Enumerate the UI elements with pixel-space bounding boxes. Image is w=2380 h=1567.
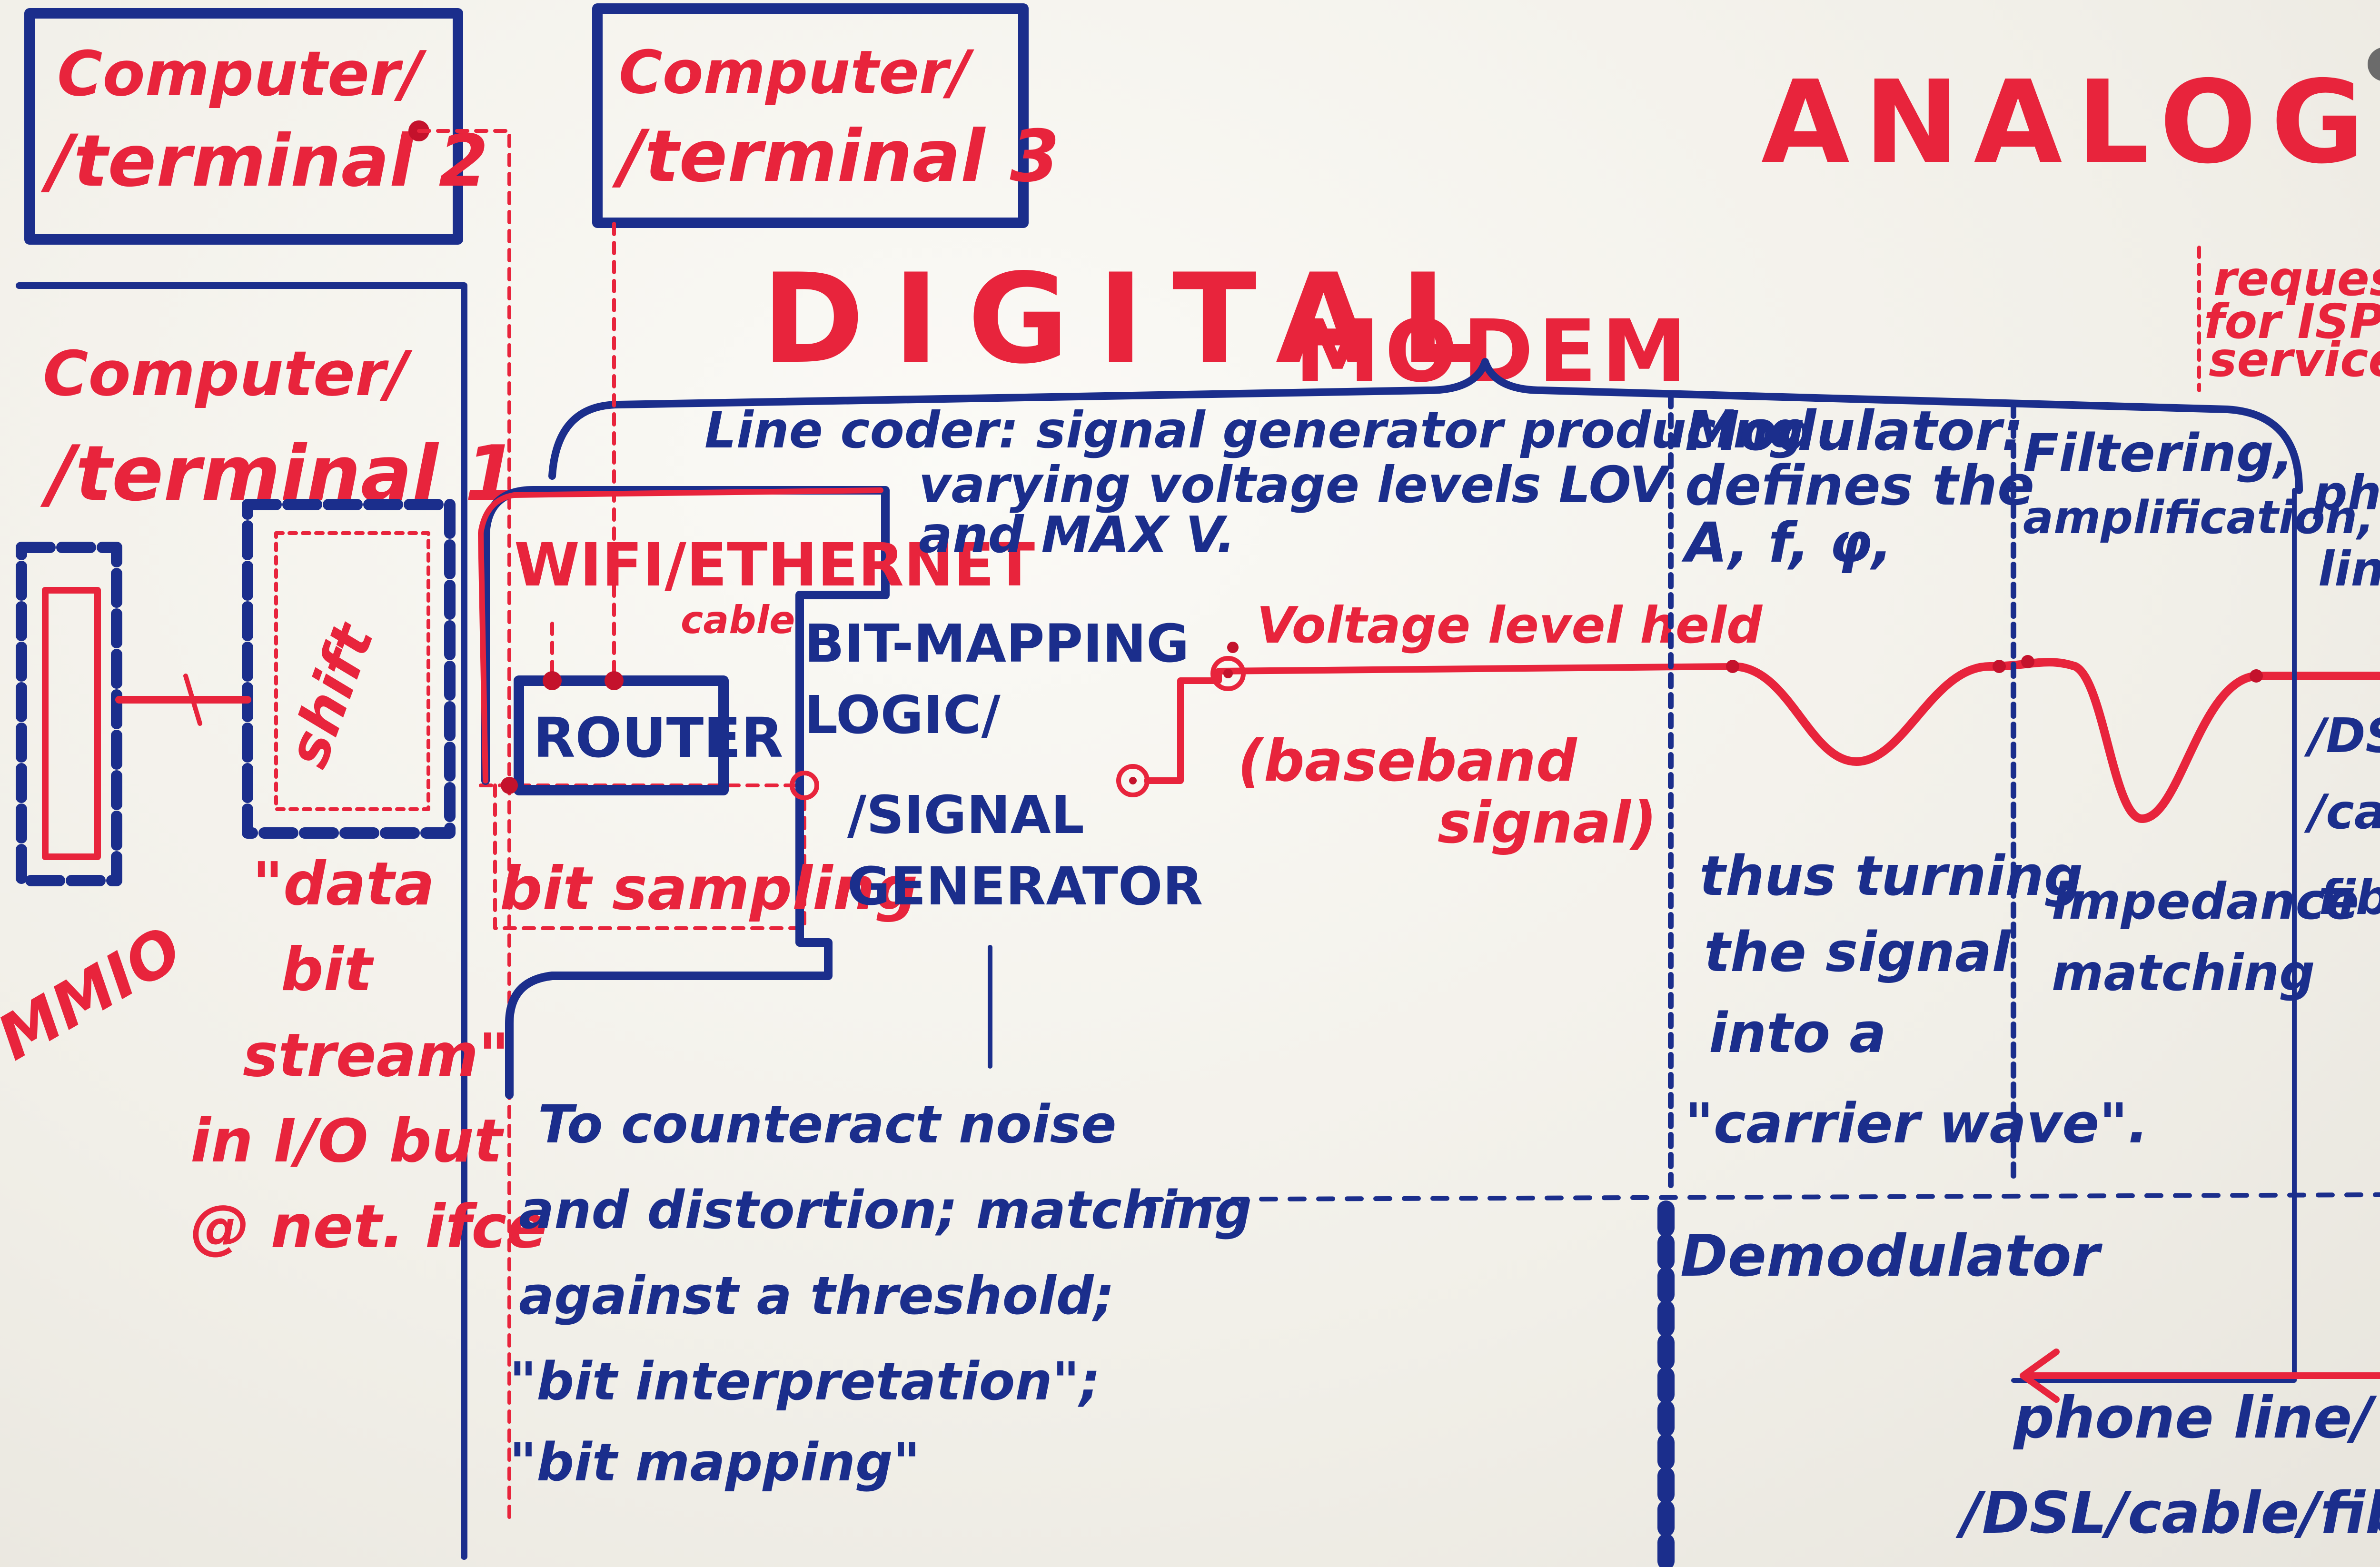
modem-brace [548, 358, 2303, 494]
phone-in-line2: /DSL/cable/fiber [1955, 1480, 2380, 1547]
terminal-1-label: Computer/ [43, 337, 413, 410]
wave-node-4 [2250, 669, 2263, 683]
modulator-header-line2: defines the [1685, 454, 2034, 518]
phone-out-line1: phone [2313, 465, 2380, 521]
modem-right-edge [2011, 488, 2297, 1383]
line-coder-line3: and MAX V. [919, 506, 1235, 564]
data-stream-line1: "data [252, 850, 435, 919]
counteract-line4: "bit interpretation"; [509, 1351, 1101, 1412]
terminal-3-label-line2: /terminal 3 [612, 115, 1060, 198]
bit-sampling-label: bit sampling [500, 854, 918, 923]
phone-out-line4: /cable/ [2304, 784, 2380, 840]
modulator-body-line3: into a [1709, 1002, 1886, 1065]
filtering-header-line1: Filtering, [2023, 423, 2294, 484]
modulator-body-line2: the signal [1704, 921, 2012, 984]
isp-request-line3: service [2209, 332, 2380, 387]
mod-demod-divider [1145, 1192, 2380, 1202]
wave-node-2 [1993, 660, 2006, 673]
wave-node-1 [1726, 660, 1739, 673]
shift-register-box [242, 499, 456, 839]
input-arrowhead [2020, 1349, 2060, 1403]
router-port-1 [543, 671, 562, 690]
phone-out-line5: fiber [2318, 870, 2380, 925]
modulator-body-line1: thus turning [1699, 844, 2083, 908]
wifi-ethernet-label: WIFI/ETHERNET [514, 531, 1035, 600]
baseband-label-line1: (baseband [1238, 728, 1577, 794]
digital-title: DIGITAL [762, 248, 1507, 391]
terminal-1-box [16, 282, 467, 1560]
modulator-body-line4: "carrier wave". [1685, 1092, 2149, 1156]
filtering-header-line2: amplification, [2023, 492, 2374, 544]
isp-request-line1: request [2213, 251, 2380, 307]
isp-request-line2: for ISP [2204, 294, 2380, 349]
router-port-2 [605, 671, 624, 690]
board-magnet [2368, 48, 2380, 81]
voltage-held-label: Voltage level held [1257, 596, 1763, 655]
signal-start-dot [1129, 777, 1137, 784]
counteract-line5: "bit mapping" [509, 1432, 920, 1493]
terminal-2-label: Computer/ [57, 38, 427, 110]
voltage-node-dot [1223, 669, 1233, 678]
counteract-line3: against a threshold; [519, 1265, 1115, 1326]
bit-mapping-line3: /SIGNAL [847, 784, 1084, 845]
data-stream-line2: bit [281, 935, 374, 1004]
shift-register-inner [274, 531, 430, 811]
router-port-3 [501, 777, 518, 794]
baseband-label-line2: signal) [1438, 790, 1657, 856]
voltage-mark [1227, 642, 1239, 653]
filtering-body-line2: matching [2052, 944, 2315, 1002]
terminal-3-box [592, 3, 1029, 228]
counteract-line1: To counteract noise [538, 1094, 1117, 1155]
data-stream-line5: @ net. ifce [190, 1192, 547, 1261]
mmio-inner [42, 587, 101, 860]
filtering-body-line1: impedance [2052, 873, 2359, 931]
modulator-header-line3: A, f, φ, [1681, 511, 1893, 575]
voltage-node [1210, 656, 1246, 691]
router-label: ROUTER [533, 706, 783, 770]
data-stream-line4: in I/O but [190, 1107, 505, 1176]
analog-title: ANALOG [1761, 56, 2379, 189]
modem-title: MODEM [1295, 302, 1692, 401]
phone-out-line2: line/ [2318, 541, 2380, 597]
terminal-3-label: Computer/ [619, 38, 975, 107]
cable-label: cable [681, 598, 795, 642]
wifi-outline [478, 487, 883, 784]
data-stream-line3: stream" [243, 1021, 509, 1090]
mmio-label: MMIO [0, 912, 194, 1074]
bit-mapping-line4: GENERATOR [847, 856, 1203, 917]
bit-sampling-loop [493, 784, 806, 930]
bit-mapping-line1: BIT-MAPPING [804, 613, 1189, 674]
carrier-wave [1728, 658, 2380, 823]
phone-in-line1: phone line/ [2013, 1385, 2377, 1451]
phone-out-line3: /DSL [2304, 708, 2380, 764]
baseband-signal-line [1144, 663, 1736, 784]
terminal-2-box [24, 8, 463, 245]
line-coder-line1: Line coder: signal generator producing [704, 401, 1805, 459]
wave-node-3 [2021, 655, 2034, 668]
modulator-header-line1: Modulator: [1685, 399, 2023, 463]
demodulator-label: Demodulator [1680, 1223, 2103, 1289]
bit-mapping-input [790, 771, 819, 800]
line-coder-line2: varying voltage levels LOV [919, 456, 1672, 514]
counteract-line2: and distortion; matching [519, 1180, 1252, 1240]
bus-slash-mark [183, 674, 202, 726]
shift-label: shift [275, 614, 387, 776]
mmio-box [16, 542, 122, 886]
bit-mapping-line2: LOGIC/ [804, 684, 1001, 745]
